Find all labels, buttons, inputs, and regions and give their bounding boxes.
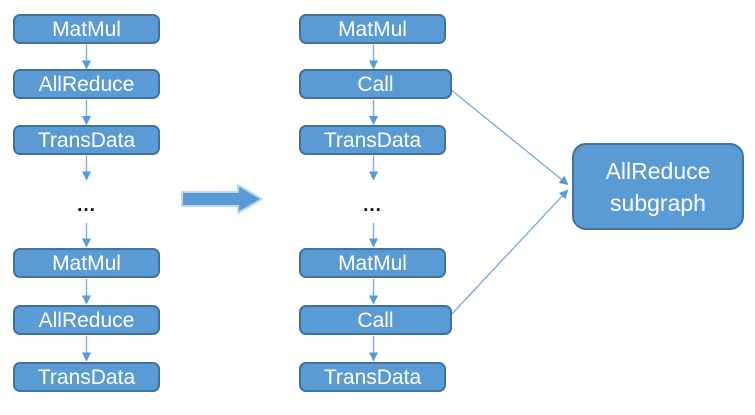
node-call-2: Call bbox=[299, 305, 452, 335]
left-ellipsis: ... bbox=[77, 195, 96, 216]
node-allreduce-1: AllReduce bbox=[13, 69, 160, 99]
node-transdata-1: TransData bbox=[13, 125, 160, 155]
bottom-call-to-subgraph-arrow bbox=[449, 189, 569, 317]
node-allreduce-subgraph: AllReduce subgraph bbox=[572, 143, 744, 230]
node-matmul-4: MatMul bbox=[299, 248, 446, 278]
node-transdata-4: TransData bbox=[299, 362, 446, 392]
middle-ellipsis: ... bbox=[363, 195, 382, 216]
node-transdata-2: TransData bbox=[13, 362, 160, 392]
node-matmul-2: MatMul bbox=[13, 248, 160, 278]
node-allreduce-2: AllReduce bbox=[13, 305, 160, 335]
transform-arrow-icon bbox=[181, 184, 263, 214]
node-transdata-3: TransData bbox=[299, 125, 446, 155]
node-call-1: Call bbox=[299, 69, 452, 99]
call-to-subgraph-connectors bbox=[449, 88, 569, 317]
top-call-to-subgraph-arrow bbox=[449, 88, 569, 186]
node-matmul-3: MatMul bbox=[299, 14, 446, 44]
node-matmul-1: MatMul bbox=[13, 14, 160, 44]
